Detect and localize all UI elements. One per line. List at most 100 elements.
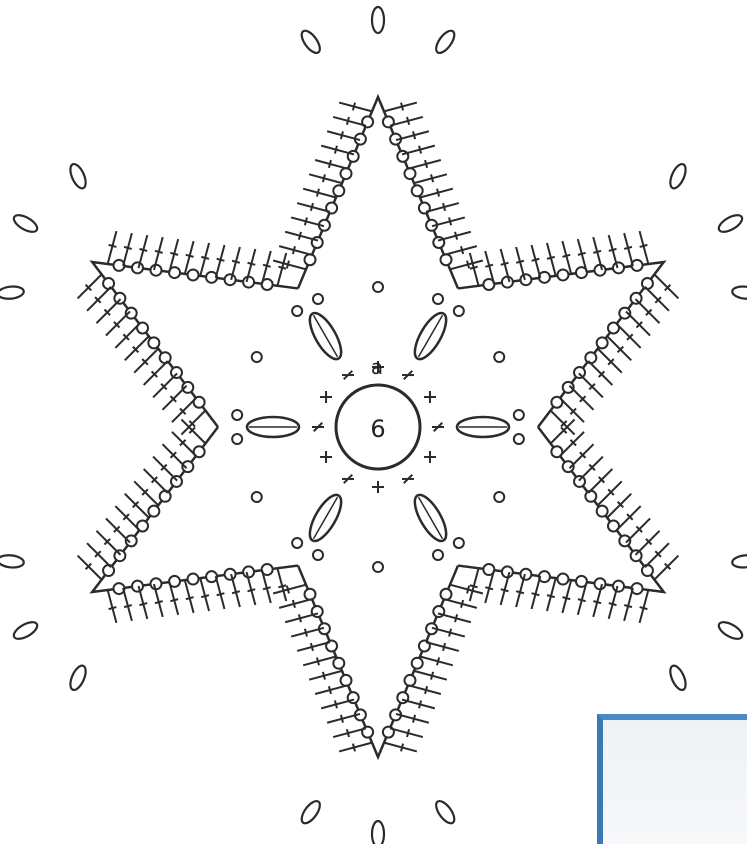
chain-stitch xyxy=(441,589,452,600)
picot-loop xyxy=(667,663,689,692)
chain-stitch xyxy=(502,566,513,577)
chain-stitch xyxy=(454,306,464,316)
double-crochet-bar xyxy=(139,603,147,605)
double-crochet-bar xyxy=(263,587,271,589)
double-crochet-bar xyxy=(455,614,457,622)
chain-stitch xyxy=(103,278,114,289)
chain-stitch xyxy=(232,410,242,420)
double-crochet-bar xyxy=(329,160,331,168)
double-crochet-bar xyxy=(419,146,421,154)
double-crochet-bar xyxy=(232,591,240,593)
chain-stitch xyxy=(557,269,568,280)
chain-stitch xyxy=(292,306,302,316)
chain-stitch xyxy=(151,265,162,276)
chain-stitch xyxy=(225,274,236,285)
double-crochet-bar xyxy=(109,245,117,247)
double-crochet-bar xyxy=(335,146,337,154)
petal-cluster-stem xyxy=(314,315,338,357)
chain-stitch xyxy=(514,410,524,420)
double-crochet-bar xyxy=(155,251,163,253)
chain-stitch xyxy=(292,538,302,548)
double-crochet-bar xyxy=(547,257,555,259)
chain-stitch xyxy=(433,294,443,304)
double-crochet-bar xyxy=(443,203,445,211)
double-crochet-bar xyxy=(470,585,478,587)
double-crochet-ray xyxy=(78,274,102,298)
double-crochet-bar xyxy=(293,246,295,254)
chain-stitch xyxy=(114,550,125,561)
picot-loop xyxy=(716,212,745,235)
double-crochet-bar xyxy=(593,601,601,603)
chain-stitch xyxy=(441,254,452,265)
double-crochet-bar xyxy=(287,586,289,594)
double-crochet-bar xyxy=(311,203,313,211)
double-crochet-bar xyxy=(186,255,194,257)
chain-start-mark: a xyxy=(371,355,383,379)
double-crochet-bar xyxy=(437,657,439,665)
double-crochet-bar xyxy=(353,103,355,111)
double-crochet-bar xyxy=(278,267,286,269)
double-crochet-bar xyxy=(407,729,409,737)
chain-stitch xyxy=(313,550,323,560)
double-crochet-bar xyxy=(425,160,427,168)
chain-stitch xyxy=(594,578,605,589)
chain-stitch xyxy=(597,506,608,517)
chain-stitch xyxy=(132,581,143,592)
double-crochet-bar xyxy=(317,657,319,665)
chain-stitch xyxy=(631,293,642,304)
double-crochet-bar xyxy=(485,265,493,267)
chain-stitch xyxy=(642,565,653,576)
picot-loop xyxy=(298,28,323,56)
chain-stitch xyxy=(243,566,254,577)
double-crochet-bar xyxy=(124,247,132,249)
chain-stitch xyxy=(341,675,352,686)
double-crochet-bar xyxy=(186,597,194,599)
corner-card-fragment xyxy=(597,714,747,844)
chain-stitch xyxy=(333,658,344,669)
double-crochet-bar xyxy=(341,131,343,139)
double-crochet-bar xyxy=(624,605,632,607)
chain-stitch xyxy=(494,352,504,362)
chain-stitch xyxy=(433,550,443,560)
double-crochet-bar xyxy=(299,232,301,240)
chain-stitch xyxy=(585,491,596,502)
double-crochet-bar xyxy=(407,117,409,125)
picot-loop xyxy=(11,212,40,235)
double-crochet-bar xyxy=(201,257,209,259)
double-crochet-bar xyxy=(311,643,313,651)
chain-stitch xyxy=(305,589,316,600)
double-crochet-bar xyxy=(562,255,570,257)
chain-stitch xyxy=(631,550,642,561)
double-crochet-bar xyxy=(461,600,463,608)
picot-loop xyxy=(433,28,458,56)
double-crochet-bar xyxy=(413,131,415,139)
double-crochet-bar xyxy=(532,593,540,595)
double-crochet-ray xyxy=(654,556,678,580)
double-crochet-bar xyxy=(437,189,439,197)
double-crochet-ray xyxy=(654,274,678,298)
double-crochet-bar xyxy=(431,174,433,182)
double-crochet-bar xyxy=(287,261,289,269)
chain-stitch xyxy=(171,476,182,487)
chain-stitch xyxy=(148,337,159,348)
double-crochet-bar xyxy=(217,259,225,261)
chain-stitch xyxy=(557,574,568,585)
double-crochet-bar xyxy=(516,261,524,263)
chain-stitch xyxy=(412,658,423,669)
double-crochet-bar xyxy=(217,593,225,595)
double-crochet-bar xyxy=(455,232,457,240)
picot-loop xyxy=(433,798,458,826)
double-crochet-bar xyxy=(624,247,632,249)
double-crochet-bar xyxy=(155,601,163,603)
double-crochet-bar xyxy=(248,589,256,591)
chain-stitch xyxy=(160,491,171,502)
double-crochet-bar xyxy=(516,591,524,593)
chain-stitch xyxy=(613,581,624,592)
double-crochet-bar xyxy=(248,263,256,265)
picot-loop xyxy=(372,7,384,33)
chain-stitch xyxy=(373,282,383,292)
double-crochet-bar xyxy=(562,597,570,599)
double-crochet-bar xyxy=(278,585,286,587)
chain-stitch xyxy=(305,254,316,265)
double-crochet-bar xyxy=(425,686,427,694)
